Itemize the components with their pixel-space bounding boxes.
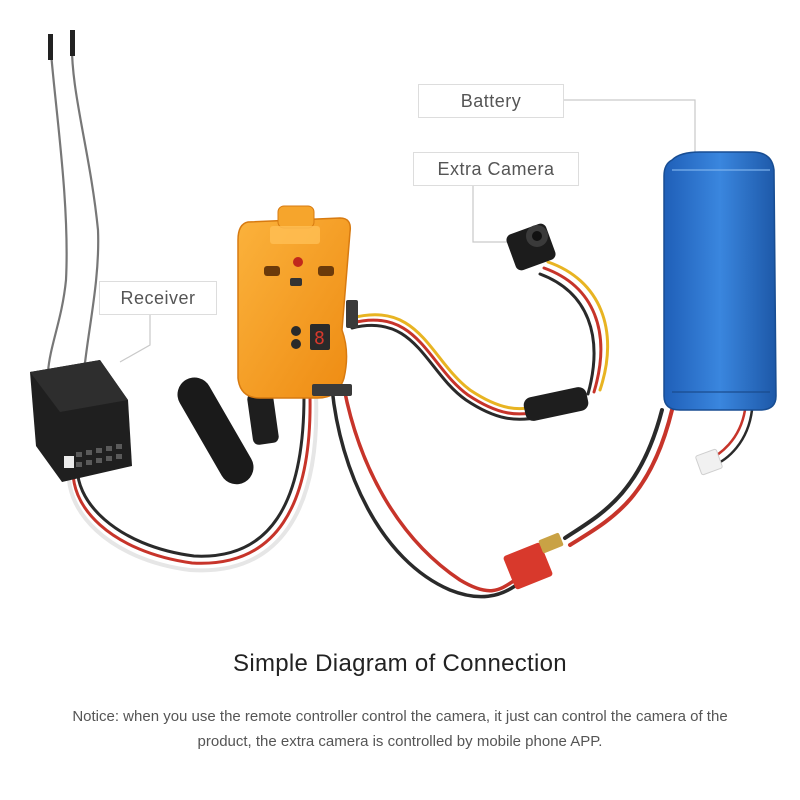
camera-lead bbox=[350, 313, 542, 411]
receiver-box bbox=[30, 360, 132, 482]
receiver-label: Receiver bbox=[99, 281, 217, 315]
power-lead-red bbox=[342, 386, 517, 593]
receiver-antennas bbox=[46, 30, 100, 394]
t-plug-connector bbox=[503, 532, 564, 590]
extra-camera-label: Extra Camera bbox=[413, 152, 579, 186]
battery bbox=[663, 151, 777, 476]
diagram-title: Simple Diagram of Connection bbox=[233, 650, 567, 677]
module-antenna bbox=[177, 377, 279, 485]
svg-text:8: 8 bbox=[314, 328, 325, 349]
wires bbox=[66, 260, 754, 599]
camera-module: 8 bbox=[237, 205, 358, 399]
power-lead-black bbox=[330, 386, 517, 599]
camera-leader-line bbox=[472, 184, 508, 243]
receiver-servo-lead bbox=[66, 393, 319, 573]
battery-label: Battery bbox=[418, 84, 564, 118]
callout-lines bbox=[119, 99, 696, 363]
battery-leader-line bbox=[562, 99, 696, 165]
receiver-leader-line bbox=[119, 313, 151, 363]
notice-text: Notice: when you use the remote controll… bbox=[72, 708, 728, 750]
extra-camera bbox=[506, 223, 589, 421]
